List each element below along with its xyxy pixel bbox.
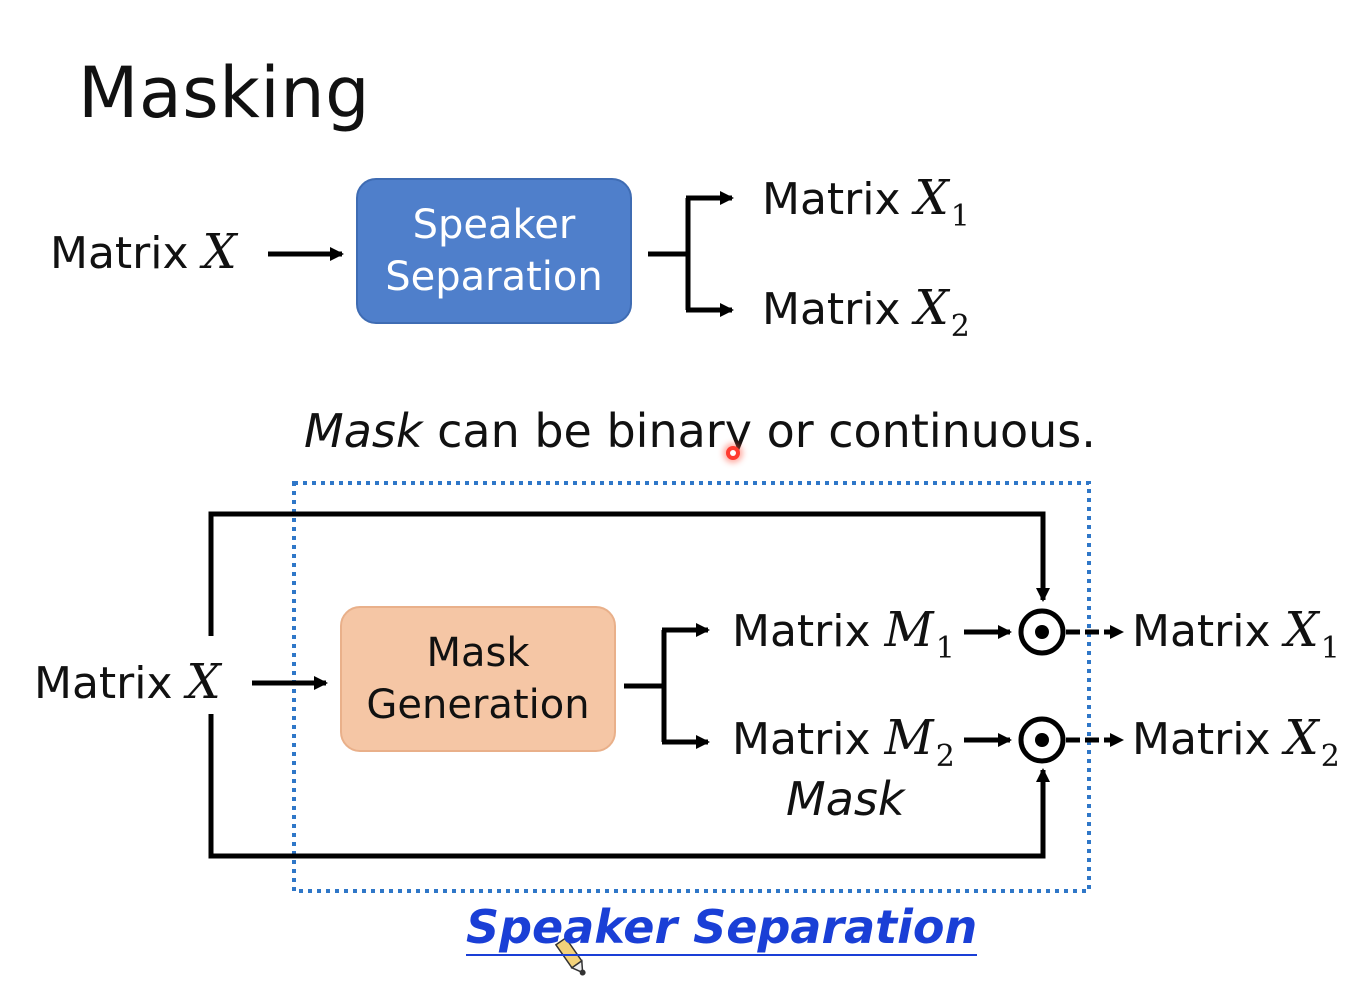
top-input-var: X <box>202 224 237 280</box>
bypass-top-path <box>208 511 1050 636</box>
top-output-x2-var: X <box>914 280 949 336</box>
top-output-x1-sub: 1 <box>950 199 970 234</box>
mask-m1-var: M <box>884 602 934 658</box>
pen-cursor-icon <box>554 936 586 976</box>
mask-generation-box: Mask Generation <box>340 606 616 752</box>
top-input-text: Matrix <box>50 228 189 279</box>
top-output-x1-text: Matrix <box>762 174 901 225</box>
top-output-x1-label: Matrix X1 <box>762 174 970 232</box>
bottom-output-x1-text: Matrix <box>1132 606 1271 657</box>
speaker-separation-box: Speaker Separation <box>356 178 632 324</box>
bypass-bottom-path <box>208 714 1050 859</box>
bottom-input-var: X <box>186 654 221 710</box>
top-input-label: Matrix X <box>50 228 237 276</box>
laser-pointer-icon <box>726 446 740 460</box>
slide-title: Masking <box>78 52 371 134</box>
bottom-output-x1-label: Matrix X1 <box>1132 606 1340 664</box>
elementwise-product-icon-1 <box>1018 608 1066 656</box>
top-output-x2-sub: 2 <box>950 309 970 344</box>
bottom-input-label: Matrix X <box>34 658 221 706</box>
bottom-output-x1-sub: 1 <box>1320 631 1340 666</box>
bottom-output-x2-text: Matrix <box>1132 714 1271 765</box>
bottom-input-text: Matrix <box>34 658 173 709</box>
top-output-x2-label: Matrix X2 <box>762 284 970 342</box>
mask-m2-text: Matrix <box>732 714 871 765</box>
elementwise-product-icon-2 <box>1018 716 1066 764</box>
mask-m1-text: Matrix <box>732 606 871 657</box>
mask-caption: Mask can be binary or continuous. <box>304 408 1096 454</box>
mask-generation-line2: Generation <box>366 682 590 728</box>
mask-m2-sub: 2 <box>935 739 955 774</box>
mask-caption-rest: can be binary or continuous. <box>422 404 1096 458</box>
mask-m2-var: M <box>884 710 934 766</box>
speaker-separation-line2: Separation <box>385 254 603 300</box>
speaker-separation-frame <box>292 481 1091 893</box>
speaker-separation-link[interactable]: Speaker Separation <box>466 900 978 956</box>
speaker-separation-line1: Speaker <box>412 202 576 248</box>
mask-m1-label: Matrix M1 <box>732 606 955 664</box>
mask-annotation: Mask <box>786 772 905 826</box>
mask-m1-sub: 1 <box>935 631 955 666</box>
bottom-output-x2-label: Matrix X2 <box>1132 714 1340 772</box>
mask-generation-line1: Mask <box>426 630 530 676</box>
mask-m2-label: Matrix M2 <box>732 714 955 772</box>
top-output-x2-text: Matrix <box>762 284 901 335</box>
bottom-output-x2-var: X <box>1284 710 1319 766</box>
top-output-x1-var: X <box>914 170 949 226</box>
bottom-output-x2-sub: 2 <box>1320 739 1340 774</box>
bottom-output-x1-var: X <box>1284 602 1319 658</box>
mask-caption-italic: Mask <box>304 404 423 458</box>
